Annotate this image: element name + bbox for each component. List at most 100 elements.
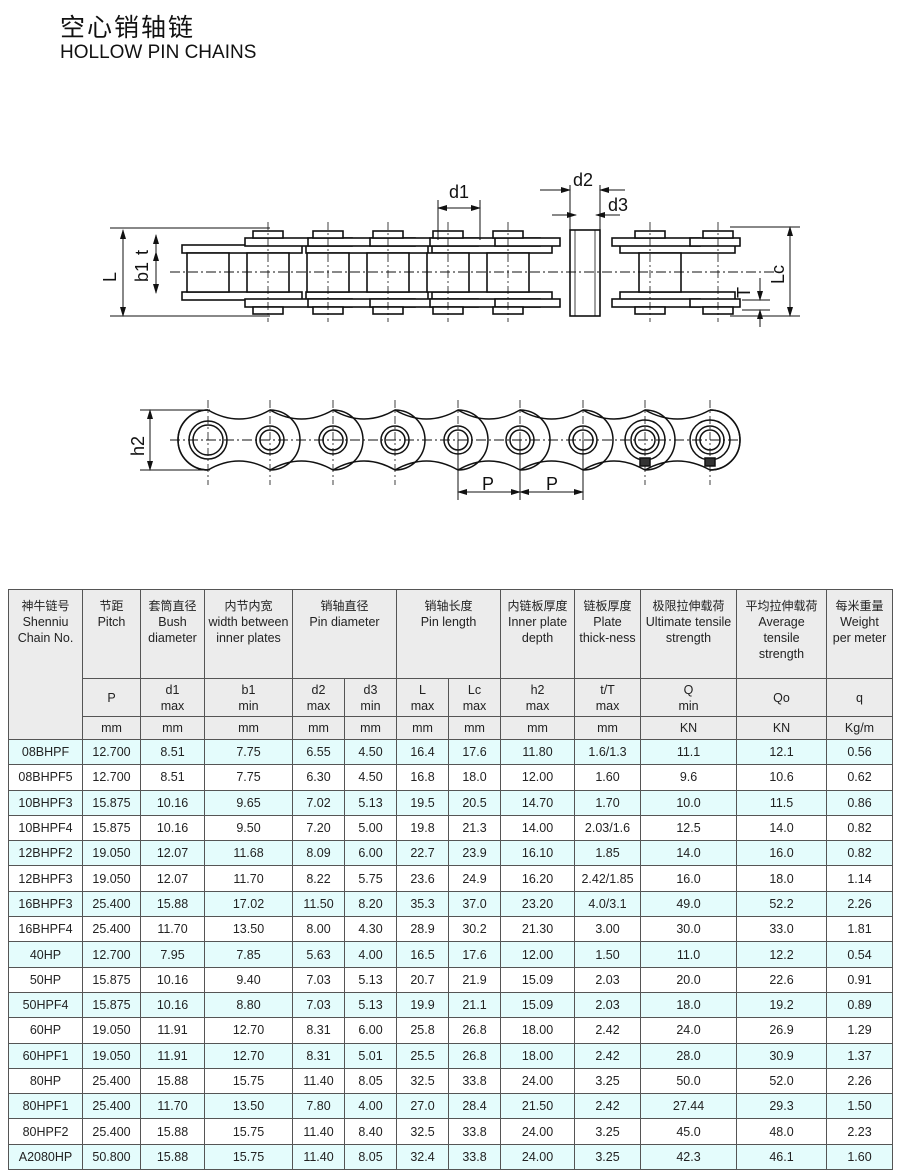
value-cell: 15.09: [500, 991, 576, 1019]
value-cell: 5.13: [344, 966, 397, 993]
header-unit: mm: [574, 716, 642, 740]
value-cell: 26.9: [736, 1017, 828, 1044]
value-cell: 18.0: [640, 991, 738, 1019]
value-cell: 11.80: [500, 738, 576, 766]
value-cell: 1.60: [574, 764, 642, 791]
value-cell: 25.400: [82, 1093, 141, 1120]
qualifier: max: [160, 698, 185, 713]
value-cell: 25.8: [396, 1017, 449, 1044]
value-cell: 7.75: [204, 764, 293, 791]
value-cell: 5.75: [344, 865, 397, 892]
value-cell: 28.0: [640, 1042, 738, 1069]
value-cell: 19.050: [82, 840, 141, 867]
value-cell: 16.10: [500, 840, 576, 867]
chain-no-cell: 50HPF4: [8, 991, 83, 1019]
value-cell: 4.00: [344, 1093, 397, 1120]
value-cell: 4.0/3.1: [574, 890, 642, 918]
value-cell: 15.75: [204, 1067, 293, 1095]
outer-plate: [611, 237, 701, 247]
label-b1: b1: [132, 262, 152, 282]
outer-plate: [611, 298, 701, 308]
value-cell: 14.70: [500, 789, 576, 816]
value-cell: 21.1: [447, 991, 502, 1019]
value-cell: 1.60: [826, 1143, 894, 1171]
label-t: t: [132, 250, 152, 255]
value-cell: 10.0: [640, 789, 738, 816]
header-unit: mm: [140, 716, 205, 740]
header-unit: mm: [82, 716, 141, 740]
qualifier: max: [595, 698, 620, 713]
value-cell: 19.2: [736, 991, 828, 1019]
value-cell: 22.6: [736, 966, 828, 993]
value-cell: 15.875: [82, 789, 141, 816]
symbol: t/T: [600, 682, 615, 697]
value-cell: 2.26: [826, 890, 894, 918]
qualifier: max: [410, 698, 435, 713]
value-cell: 26.8: [447, 1017, 502, 1044]
header-cn: 套筒直径: [148, 599, 197, 613]
value-cell: 20.5: [447, 789, 502, 816]
value-cell: 12.700: [82, 941, 141, 968]
value-cell: 12.1: [736, 738, 828, 766]
header-unit: mm: [500, 716, 576, 740]
value-cell: 2.42: [574, 1093, 642, 1120]
label-T: T: [734, 287, 754, 298]
value-cell: 6.55: [292, 738, 345, 766]
value-cell: 8.05: [344, 1143, 397, 1171]
value-cell: 12.00: [500, 764, 576, 791]
qualifier: max: [525, 698, 550, 713]
value-cell: 8.20: [344, 890, 397, 918]
label-h2: h2: [128, 436, 148, 456]
header-symbol: Qo: [736, 678, 828, 717]
value-cell: 33.8: [447, 1067, 502, 1095]
chain-no-cell: 50HP: [8, 966, 83, 993]
value-cell: 8.40: [344, 1118, 397, 1145]
value-cell: 11.68: [204, 840, 293, 867]
header-en: width between inner plates: [208, 615, 289, 645]
value-cell: 9.40: [204, 966, 293, 993]
header-unit: KN: [640, 716, 738, 740]
value-cell: 29.3: [736, 1093, 828, 1120]
value-cell: 11.1: [640, 738, 738, 766]
value-cell: 35.3: [396, 890, 449, 918]
value-cell: 23.9: [447, 840, 502, 867]
value-cell: 27.44: [640, 1093, 738, 1120]
value-cell: 1.37: [826, 1042, 894, 1069]
value-cell: 0.62: [826, 764, 894, 791]
value-cell: 12.70: [204, 1042, 293, 1069]
qualifier: min: [678, 698, 699, 713]
header-cn: 销轴直径: [320, 599, 369, 613]
header-en: Bush diameter: [148, 615, 197, 645]
header-unit: mm: [447, 716, 502, 740]
symbol: q: [856, 690, 863, 705]
value-cell: 52.0: [736, 1067, 828, 1095]
value-cell: 16.8: [396, 764, 449, 791]
chain-no-cell: 80HP: [8, 1067, 83, 1095]
plate-outline-bottom: [207, 460, 711, 471]
outer-plate: [689, 298, 741, 308]
header-en: Pin diameter: [309, 615, 380, 629]
chain-no-cell: 16BHPF3: [8, 890, 83, 918]
chain-no-cell: 08BHPF: [8, 738, 83, 766]
value-cell: 25.400: [82, 1118, 141, 1145]
value-cell: 7.95: [140, 941, 205, 968]
header-en: Chain No.: [17, 631, 74, 645]
value-cell: 9.65: [204, 789, 293, 816]
symbol: P: [107, 690, 116, 705]
value-cell: 16.20: [500, 865, 576, 892]
value-cell: 8.00: [292, 916, 345, 943]
value-cell: 27.0: [396, 1093, 449, 1120]
value-cell: 25.400: [82, 890, 141, 918]
value-cell: 7.85: [204, 941, 293, 968]
inner-plate: [181, 291, 303, 301]
value-cell: 1.70: [574, 789, 642, 816]
value-cell: 23.20: [500, 890, 576, 918]
value-cell: 12.07: [140, 840, 205, 867]
